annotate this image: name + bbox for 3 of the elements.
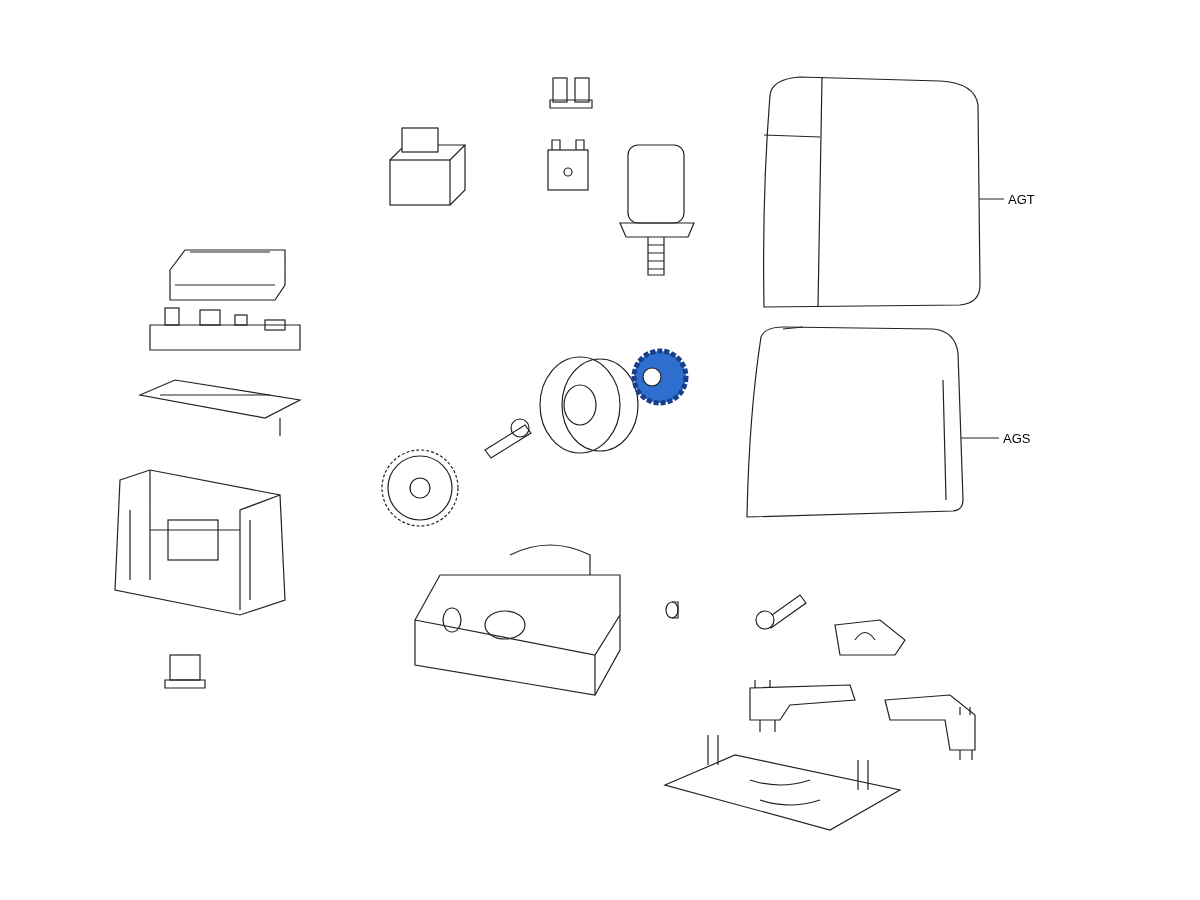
part-code: AGS xyxy=(1003,431,1031,446)
leader-line xyxy=(960,437,1000,439)
part-code: AGT xyxy=(1008,192,1035,207)
